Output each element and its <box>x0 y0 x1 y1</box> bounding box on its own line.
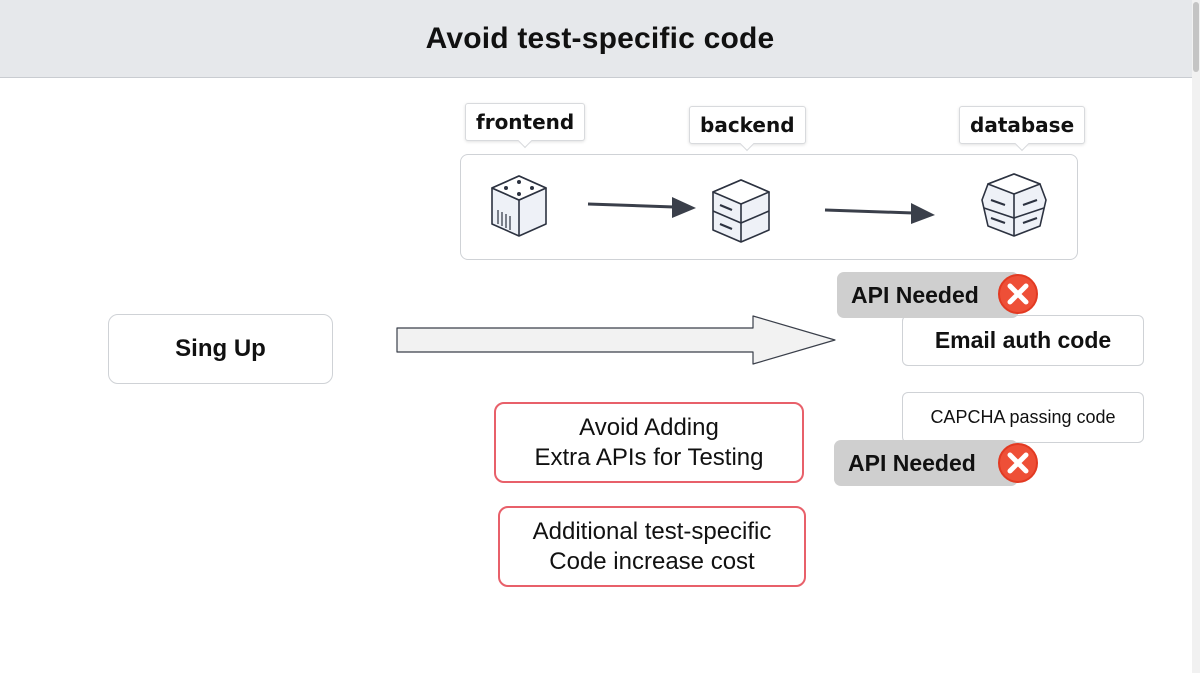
additional-note-line-1: Additional test-specific <box>532 517 772 545</box>
signup-box: Sing Up <box>108 314 333 384</box>
avoid-extra-apis-note: Avoid Adding Extra APIs for Testing <box>494 402 804 483</box>
database-label: database <box>959 106 1086 144</box>
additional-cost-note: Additional test-specific Code increase c… <box>498 506 806 587</box>
page-title: Avoid test-specific code <box>425 21 775 55</box>
scrollbar[interactable] <box>1192 0 1200 673</box>
x-icon-1 <box>998 274 1038 314</box>
server-cube-icon <box>491 175 547 237</box>
backend-label: backend <box>689 106 806 144</box>
capcha-passing-code-box: CAPCHA passing code <box>902 392 1144 443</box>
big-flow-arrow <box>396 315 836 365</box>
database-server-icon <box>981 173 1047 237</box>
arrow-backend-to-database <box>824 203 935 224</box>
title-bar: Avoid test-specific code <box>0 0 1200 78</box>
avoid-note-line-1: Avoid Adding <box>579 413 719 441</box>
scroll-thumb[interactable] <box>1193 2 1199 72</box>
server-stack-icon <box>712 179 770 243</box>
frontend-label: frontend <box>465 103 586 141</box>
api-needed-badge-2: API Needed <box>834 440 1018 486</box>
arrow-frontend-to-backend <box>587 197 696 218</box>
x-icon-2 <box>998 443 1038 483</box>
api-needed-badge-1: API Needed <box>837 272 1019 318</box>
avoid-note-line-2: Extra APIs for Testing <box>534 443 764 471</box>
email-auth-code-box: Email auth code <box>902 315 1144 366</box>
additional-note-line-2: Code increase cost <box>549 547 755 575</box>
